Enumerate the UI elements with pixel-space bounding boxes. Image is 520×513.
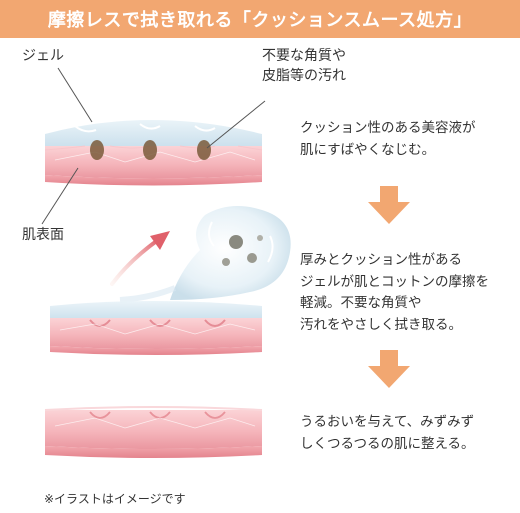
dirt-plug	[143, 140, 157, 160]
step-2-line-2: ジェルが肌とコットンの摩擦を	[300, 273, 489, 290]
step-2-line-1: 厚みとクッション性がある	[300, 252, 462, 268]
down-arrow-icon	[368, 350, 410, 388]
step-3-line-2: しくつるつるの肌に整える。	[300, 435, 475, 452]
step-1-line-1: クッション性のある美容液が	[300, 120, 476, 136]
step-2-line-3: 軽減。不要な角質や	[300, 295, 422, 312]
curved-up-arrow-icon	[110, 231, 170, 286]
label-gel: ジェル	[22, 48, 64, 64]
gel-layer	[45, 120, 262, 146]
pointer-impurities	[206, 100, 266, 149]
down-arrow-icon	[368, 186, 410, 224]
dirt-plug	[197, 140, 211, 160]
header-banner: 摩擦レスで拭き取れる「クッションスムース処方」	[0, 0, 520, 38]
footnote: ※イラストはイメージです	[44, 492, 186, 506]
header-title: 摩擦レスで拭き取れる「クッションスムース処方」	[47, 10, 473, 31]
step-2-line-4: 汚れをやさしく拭き取る。	[300, 316, 462, 333]
label-skin-surface: 肌表面	[22, 227, 64, 243]
label-impurities-line1: 不要な角質や	[262, 48, 346, 64]
label-impurities-line2: 皮脂等の汚れ	[262, 68, 346, 84]
pointer-skin	[41, 167, 79, 225]
step-3-line-1: うるおいを与えて、みずみず	[300, 414, 475, 430]
step-1-line-2: 肌にすばやくなじむ。	[300, 141, 436, 158]
skin-block-3	[44, 406, 263, 458]
skin-block-1	[44, 120, 263, 186]
lifted-dirt-bubble	[119, 206, 291, 303]
pointer-gel	[57, 67, 93, 123]
skin-block-2	[50, 301, 262, 355]
dirt-plug	[90, 140, 104, 160]
step-3-text: うるおいを与えて、みずみず しくつるつるの肌に整える。	[300, 412, 475, 455]
step-1-text: クッション性のある美容液が 肌にすばやくなじむ。	[300, 118, 476, 161]
step-2-text: 厚みとクッション性がある ジェルが肌とコットンの摩擦を 軽減。不要な角質や 汚れ…	[300, 250, 489, 336]
